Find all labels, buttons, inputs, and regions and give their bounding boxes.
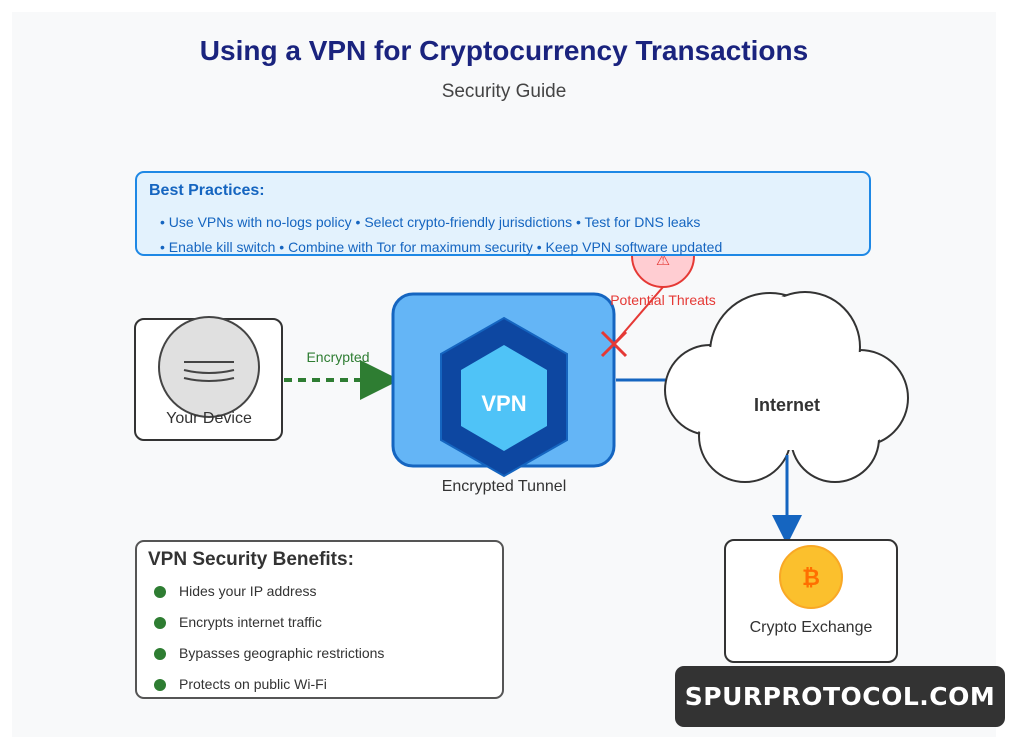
blocked-x-icon bbox=[600, 330, 628, 358]
exchange-label: Crypto Exchange bbox=[750, 619, 873, 636]
best-practices-line-1: • Use VPNs with no-logs policy • Select … bbox=[160, 214, 701, 230]
bullet-icon bbox=[154, 586, 166, 598]
benefit-item: Hides your IP address bbox=[154, 583, 317, 599]
cloud-icon bbox=[664, 291, 909, 483]
device-label: Your Device bbox=[166, 410, 252, 427]
bullet-icon bbox=[154, 679, 166, 691]
benefits-title: VPN Security Benefits: bbox=[148, 549, 354, 570]
internet-node: Internet bbox=[664, 291, 909, 483]
benefit-text: Encrypts internet traffic bbox=[179, 614, 322, 630]
benefits-box: VPN Security Benefits: Hides your IP add… bbox=[135, 540, 504, 699]
watermark-badge: SPURPROTOCOL.COM bbox=[675, 666, 1005, 727]
page-title: Using a VPN for Cryptocurrency Transacti… bbox=[200, 35, 808, 66]
benefit-item: Encrypts internet traffic bbox=[154, 614, 322, 630]
vpn-node: VPN Encrypted Tunnel bbox=[391, 292, 616, 495]
tunnel-label: Encrypted Tunnel bbox=[442, 478, 567, 495]
internet-label: Internet bbox=[754, 395, 820, 415]
vpn-shield-inner bbox=[461, 345, 547, 451]
bitcoin-icon bbox=[779, 545, 843, 609]
device-icon bbox=[158, 316, 260, 418]
device-icon-lines bbox=[183, 361, 235, 382]
best-practices-title: Best Practices: bbox=[149, 182, 265, 199]
vpn-label: VPN bbox=[481, 391, 526, 416]
exchange-node: ₿ Crypto Exchange bbox=[724, 539, 898, 663]
bitcoin-glyph: ₿ bbox=[802, 566, 820, 591]
benefit-item: Bypasses geographic restrictions bbox=[154, 645, 385, 661]
best-practices-box: Best Practices: • Use VPNs with no-logs … bbox=[135, 171, 871, 256]
benefit-text: Hides your IP address bbox=[179, 583, 317, 599]
benefit-text: Bypasses geographic restrictions bbox=[179, 645, 385, 661]
page-subtitle: Security Guide bbox=[442, 81, 567, 102]
threat-label: Potential Threats bbox=[610, 292, 716, 308]
benefit-text: Protects on public Wi-Fi bbox=[179, 676, 327, 692]
best-practices-line-2: • Enable kill switch • Combine with Tor … bbox=[160, 239, 723, 255]
bullet-icon bbox=[154, 648, 166, 660]
benefit-item: Protects on public Wi-Fi bbox=[154, 676, 327, 692]
bullet-icon bbox=[154, 617, 166, 629]
device-node: Your Device bbox=[134, 316, 283, 441]
encrypted-label: Encrypted bbox=[306, 349, 369, 365]
